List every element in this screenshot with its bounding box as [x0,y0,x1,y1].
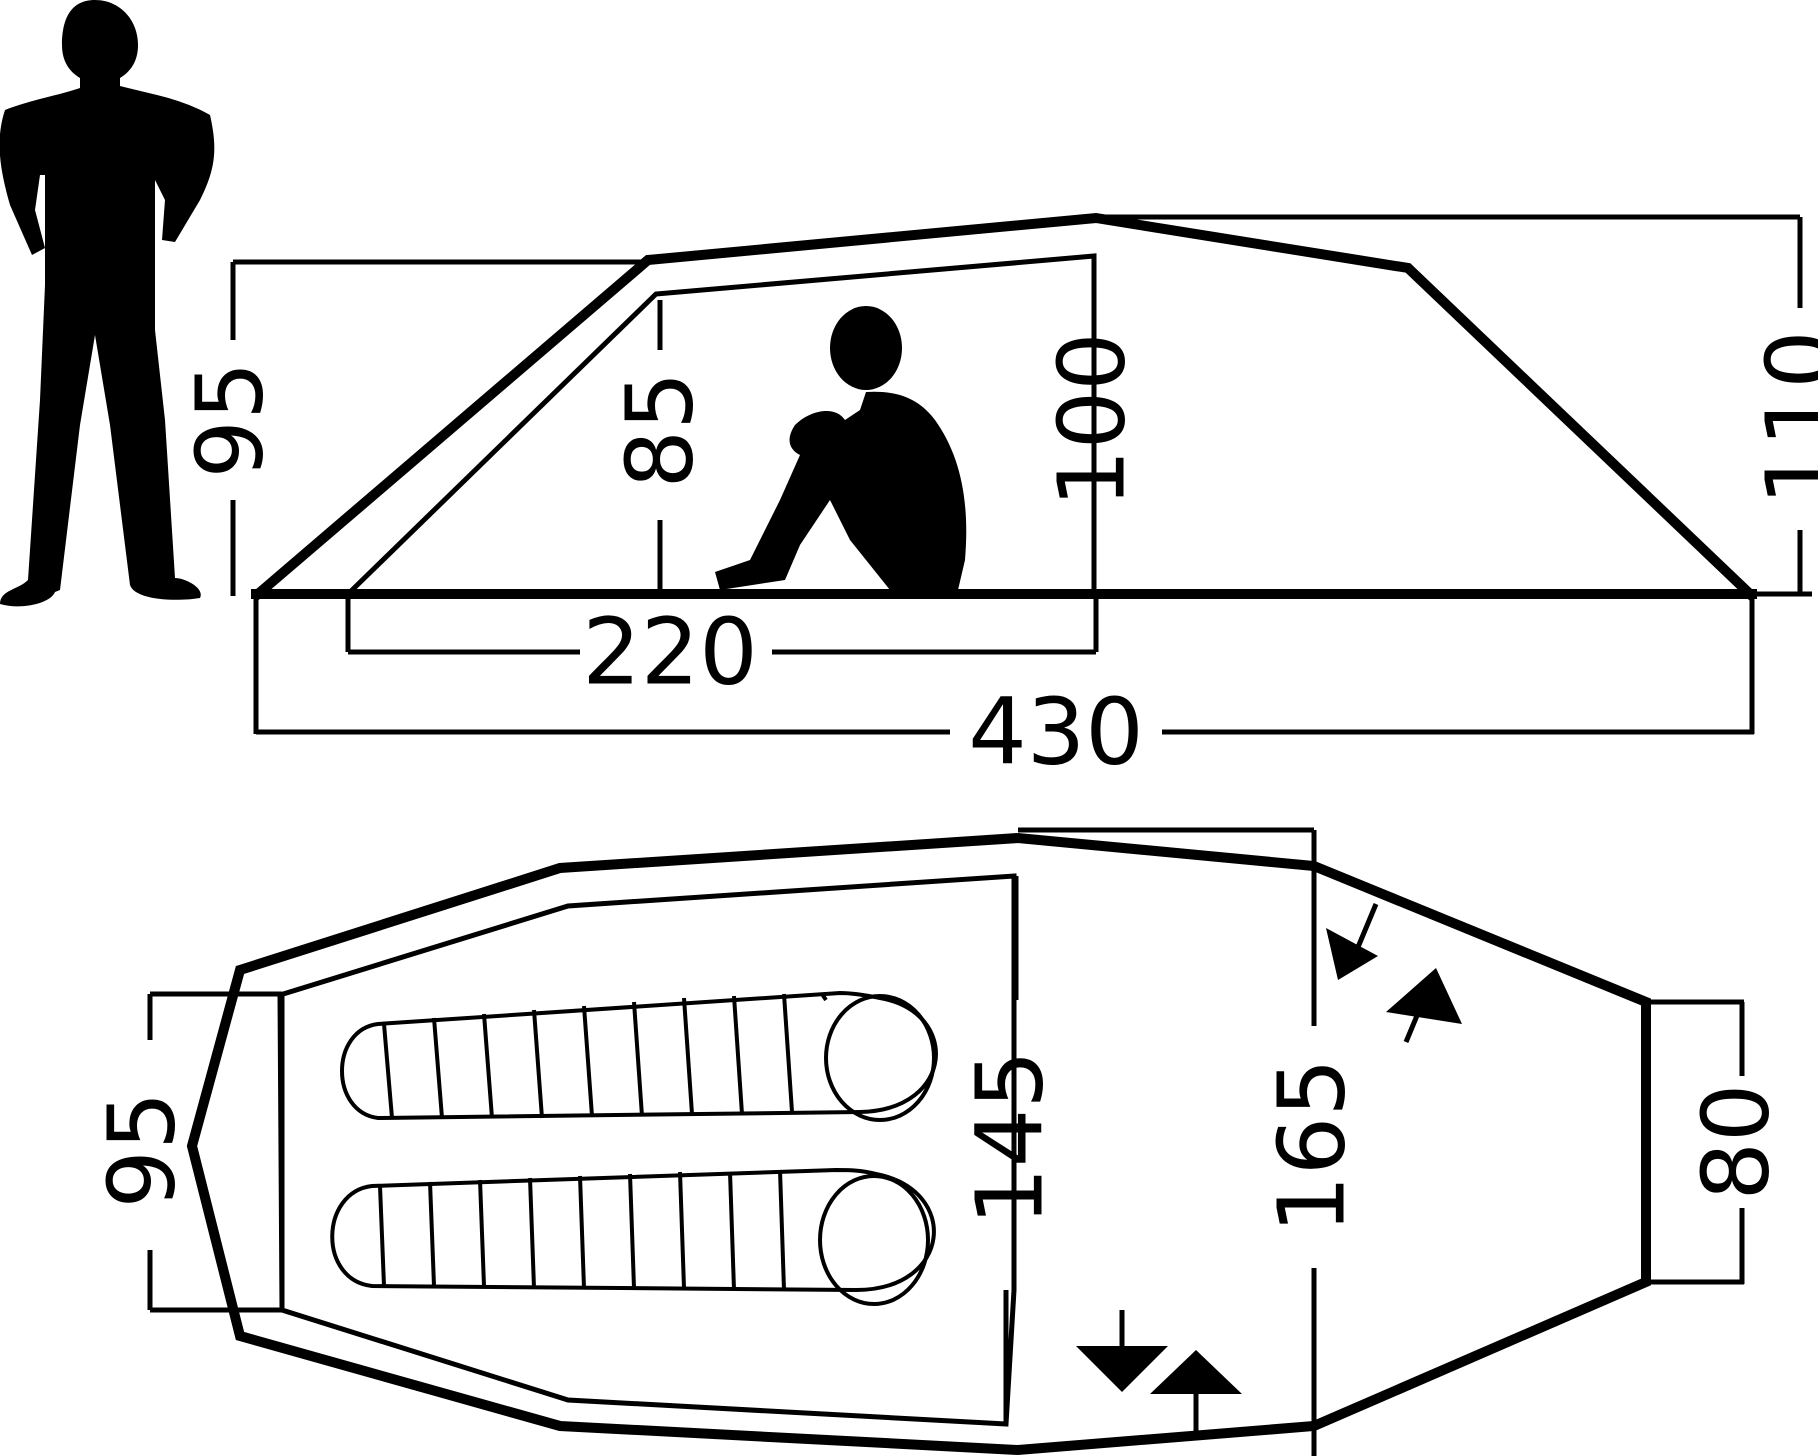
inner-tent-side-outline [346,253,1097,596]
dim-vestibule-width: 165 [1018,827,1366,1456]
dim-inner-peak-height: 100 [1039,256,1146,594]
label-rear-width: 80 [1683,1083,1790,1200]
dim-inner-front-height: 85 [607,300,714,594]
sleeping-bag-icon [330,1167,936,1306]
floor-plan: 95 145 165 80 [89,827,1790,1456]
label-inner-width: 145 [957,1050,1064,1226]
standing-person-icon [0,0,215,607]
sitting-person-icon [715,306,967,590]
dim-front-width: 95 [89,991,282,1313]
dim-peak-height: 110 [1096,214,1818,597]
tent-floor-outline [186,832,1651,1456]
door-entry-arrows-icon [1326,903,1462,1043]
dim-rear-width: 80 [1646,999,1790,1285]
tent-side-outline [250,212,1758,602]
dim-front-height: 95 [177,259,652,596]
label-vestibule-width: 165 [1259,1058,1366,1234]
label-front-width: 95 [89,1091,196,1208]
label-inner-length: 220 [582,599,758,706]
sleeping-bag-icon [340,990,938,1122]
label-inner-front-height: 85 [607,371,714,488]
dim-total-length: 430 [253,594,1755,786]
door-entry-arrows-icon [1076,1310,1242,1440]
label-inner-peak-height: 100 [1039,332,1146,508]
label-front-height: 95 [177,361,284,478]
side-view: 95 85 100 110 220 [177,212,1818,786]
label-peak-height: 110 [1747,330,1818,506]
dim-inner-width: 145 [957,876,1064,1424]
dim-inner-length: 220 [345,594,1099,706]
label-total-length: 430 [968,679,1144,786]
inner-tent-floor-outline [277,873,1017,1427]
